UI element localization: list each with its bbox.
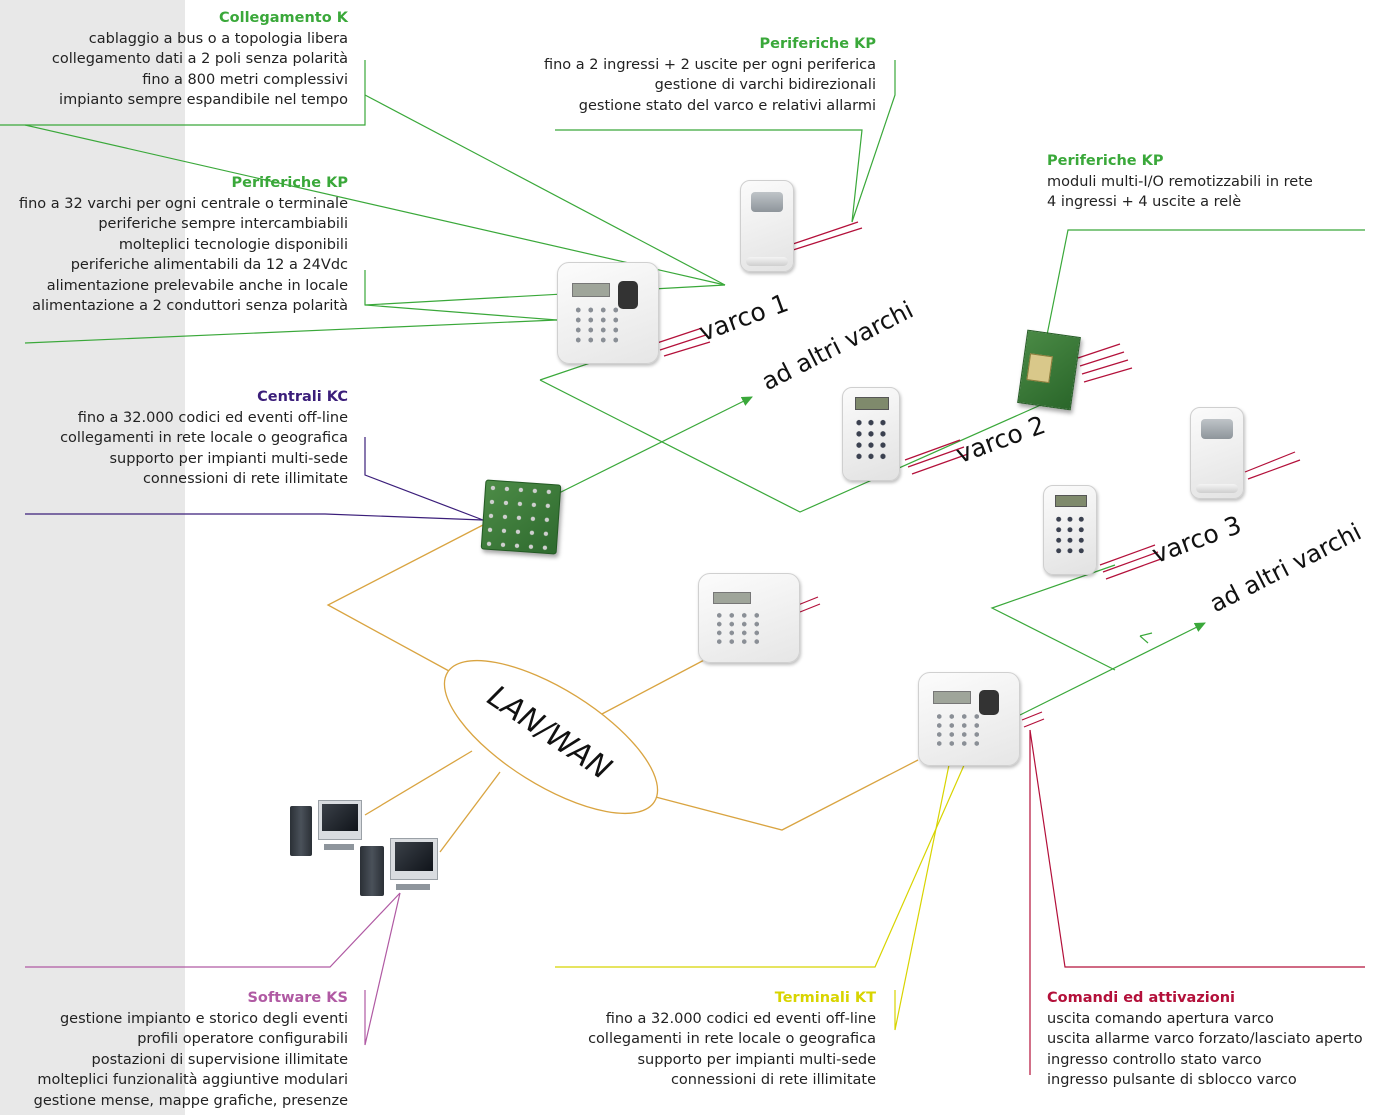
- block-line: periferiche alimentabili da 12 a 24Vdc: [70, 257, 348, 273]
- card-reader-icon: [740, 180, 794, 272]
- block-line: alimentazione prelevabile anche in local…: [46, 277, 348, 294]
- block-line: profili operatore configurabili: [137, 1031, 348, 1047]
- block-line: molteplici funzionalità aggiuntive modul…: [37, 1072, 348, 1088]
- block-line: postazioni di supervisione illimitate: [91, 1051, 348, 1068]
- block-title: Periferiche KP: [1047, 153, 1164, 169]
- workstation-icon-2: [360, 838, 445, 898]
- leader-software-ks-2: [364, 892, 401, 1046]
- leader-kp-top-2: [851, 60, 896, 223]
- bus-to-altri1: [554, 396, 753, 496]
- block-line: uscita allarme varco forzato/lasciato ap…: [1047, 1031, 1363, 1047]
- relay-marks-multiio: [1077, 343, 1133, 383]
- terminal-kt-icon: [918, 672, 1020, 766]
- block-line: periferiche sempre intercambiabili: [98, 216, 348, 232]
- card-reader-icon-varco3: [1190, 407, 1244, 499]
- terminal-icon: [557, 262, 659, 364]
- leader-terminali-kt-2: [894, 759, 951, 1031]
- block-line: gestione mense, mappe grafiche, presenze: [33, 1092, 348, 1109]
- keypad-icon: [842, 387, 900, 481]
- block-line: 4 ingressi + 4 uscite a relè: [1047, 194, 1242, 210]
- leader-software-ks: [25, 892, 401, 968]
- block-line: gestione di varchi bidirezionali: [654, 77, 876, 93]
- block-line: ingresso pulsante di sblocco varco: [1047, 1072, 1297, 1088]
- block-line: fino a 32.000 codici ed eventi off-line: [77, 409, 348, 426]
- workstation-icon: [290, 800, 370, 860]
- multi-io-module-icon: [1017, 329, 1081, 411]
- block-line: connessioni di rete illimitate: [142, 471, 348, 487]
- leader-kp-right: [1045, 229, 1365, 341]
- relay-marks-varco1: [656, 327, 711, 357]
- leader-collegamento-k: [0, 60, 366, 126]
- block-software-ks: Software KS gestione impianto e storico …: [34, 988, 348, 1111]
- net-pc2: [439, 771, 501, 853]
- block-line: fino a 2 ingressi + 2 uscite per ogni pe…: [543, 56, 876, 73]
- block-line: gestione stato del varco e relativi alla…: [578, 97, 876, 114]
- block-title: Terminali KT: [774, 990, 876, 1006]
- block-terminali-kt: Terminali KT fino a 32.000 codici ed eve…: [588, 988, 876, 1091]
- block-periferiche-kp-right: Periferiche KP moduli multi-I/O remotizz…: [1047, 151, 1313, 213]
- leader-collegamento-k-2: [24, 124, 726, 286]
- leader-kp-left-3: [364, 284, 726, 306]
- block-line: gestione impianto e storico degli eventi: [59, 1010, 348, 1027]
- block-line: alimentazione a 2 conduttori senza polar…: [32, 298, 348, 314]
- relay-marks-terminal-top: [797, 596, 821, 613]
- keypad-icon-varco3: [1043, 485, 1097, 575]
- relay-marks-varco1-top: [789, 221, 863, 251]
- terminal-icon-network: [698, 573, 800, 663]
- block-line: impianto sempre espandibile nel tempo: [59, 92, 348, 108]
- block-line: supporto per impianti multi-sede: [637, 1051, 876, 1068]
- relay-marks-varco3-right: [1244, 451, 1301, 480]
- bus-main: [539, 379, 1053, 513]
- sidebar-panel: [0, 0, 185, 1115]
- leader-comandi: [1029, 729, 1365, 968]
- block-centrali-kc: Centrali KC fino a 32.000 codici ed even…: [60, 387, 348, 490]
- bus-varco3: [990, 564, 1116, 671]
- block-line: supporto per impianti multi-sede: [109, 450, 348, 467]
- leader-kp-left: [364, 270, 558, 321]
- block-line: collegamento dati a 2 poli senza polarit…: [51, 51, 348, 67]
- relay-marks-terminal-kt: [1021, 711, 1045, 728]
- block-line: collegamenti in rete locale o geografica: [60, 430, 348, 446]
- block-collegamento-k: Collegamento K cablaggio a bus o a topol…: [52, 8, 348, 111]
- block-title: Collegamento K: [219, 10, 348, 26]
- net-terminal-top: [599, 657, 709, 716]
- block-title: Comandi ed attivazioni: [1047, 990, 1235, 1006]
- leader-kp-left-2: [24, 319, 558, 344]
- block-periferiche-kp-left: Periferiche KP fino a 32 varchi per ogni…: [19, 173, 348, 317]
- block-title: Periferiche KP: [231, 175, 348, 191]
- block-line: molteplici tecnologie disponibili: [118, 236, 348, 253]
- net-pc1: [364, 750, 473, 816]
- block-comandi: Comandi ed attivazioni uscita comando ap…: [1047, 988, 1363, 1091]
- net-terminal-kt: [647, 759, 919, 831]
- bus-to-altri2: [1019, 622, 1206, 716]
- block-line: cablaggio a bus o a topologia libera: [88, 30, 348, 47]
- control-board-icon: [480, 479, 562, 555]
- block-line: fino a 800 metri complessivi: [142, 71, 348, 88]
- relay-marks-varco2: [904, 439, 969, 475]
- leader-kp-top: [555, 129, 863, 223]
- net-kc: [326, 524, 484, 678]
- block-line: ingresso controllo stato varco: [1047, 1051, 1262, 1068]
- block-title: Periferiche KP: [759, 36, 876, 52]
- block-line: fino a 32.000 codici ed eventi off-line: [605, 1010, 876, 1027]
- block-title: Centrali KC: [257, 389, 348, 405]
- block-line: fino a 32 varchi per ogni centrale o ter…: [18, 195, 348, 212]
- leader-collegamento-k-1: [364, 94, 726, 286]
- block-periferiche-kp-top: Periferiche KP fino a 2 ingressi + 2 usc…: [544, 34, 876, 116]
- block-title: Software KS: [247, 990, 348, 1006]
- relay-marks-varco3: [1099, 544, 1162, 580]
- block-line: moduli multi-I/O remotizzabili in rete: [1047, 173, 1313, 190]
- block-line: connessioni di rete illimitate: [670, 1072, 876, 1088]
- lan-wan-ellipse: [443, 659, 659, 815]
- block-line: collegamenti in rete locale o geografica: [588, 1031, 876, 1047]
- block-line: uscita comando apertura varco: [1047, 1010, 1274, 1027]
